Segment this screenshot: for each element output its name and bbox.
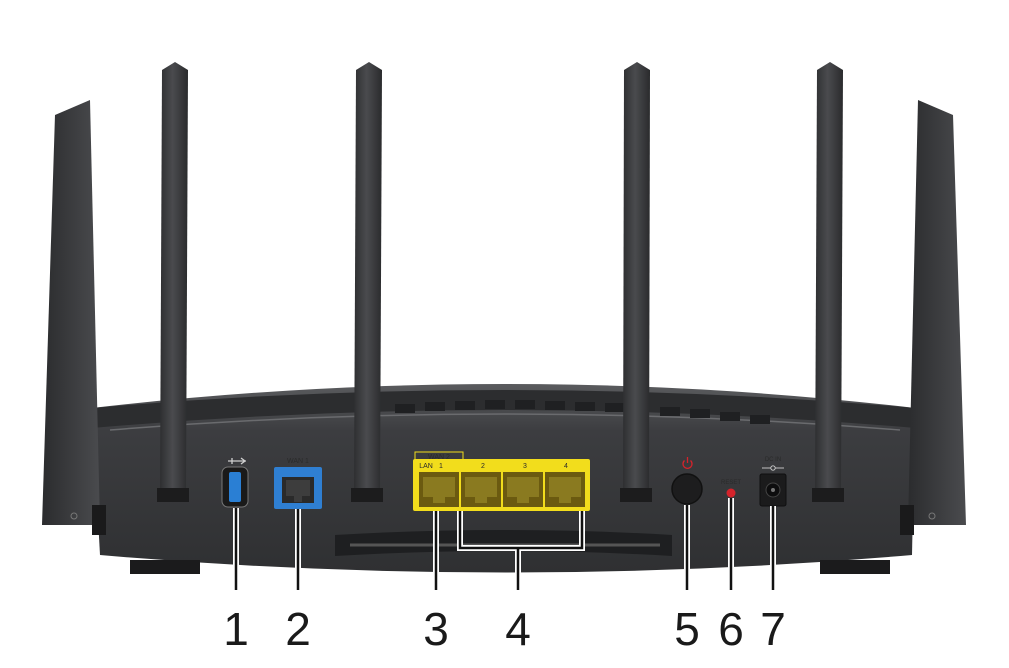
dc-polarity-icon <box>762 465 784 471</box>
lan-port-number-4: 4 <box>564 463 568 470</box>
lan-port-1 <box>419 472 459 507</box>
antenna-center-right <box>620 62 652 502</box>
antenna-right <box>812 62 844 502</box>
lan-port-number-2: 2 <box>481 463 485 470</box>
lan-port-number-1: 1 <box>439 463 443 470</box>
reset-label: RESET <box>721 480 741 486</box>
callout-6: 6 <box>718 603 744 655</box>
wan1-label: WAN 1 <box>287 458 309 465</box>
callout-7: 7 <box>760 603 786 655</box>
callout-3: 3 <box>423 603 449 655</box>
power-button <box>671 457 703 505</box>
lan-port-3 <box>503 472 543 507</box>
callout-numbers: 1 2 3 4 5 6 7 <box>223 603 786 655</box>
antenna-far-right <box>900 100 966 535</box>
dc-in-label: DC IN <box>765 457 781 463</box>
lan-port-2 <box>461 472 501 507</box>
antenna-center-left <box>351 62 383 502</box>
callout-4: 4 <box>505 603 531 655</box>
lan-port-group: WAN 2 LAN 1 2 3 4 <box>413 451 590 511</box>
antenna-left <box>157 62 189 502</box>
callout-leader-lines-core <box>234 498 775 590</box>
lan-label: LAN <box>419 463 433 470</box>
usb-port <box>221 457 249 508</box>
dc-in-port: DC IN <box>759 457 787 507</box>
lan-port-4 <box>545 472 585 507</box>
callout-2: 2 <box>285 603 311 655</box>
lan-port-number-3: 3 <box>523 463 527 470</box>
power-icon <box>682 457 693 469</box>
wan1-port: WAN 1 <box>274 458 322 509</box>
callout-5: 5 <box>674 603 700 655</box>
antenna-far-left <box>42 100 106 535</box>
wan2-label: WAN 2 <box>428 454 450 461</box>
callout-1: 1 <box>223 603 249 655</box>
reset-button: RESET <box>721 480 741 498</box>
usb-icon <box>228 457 247 465</box>
